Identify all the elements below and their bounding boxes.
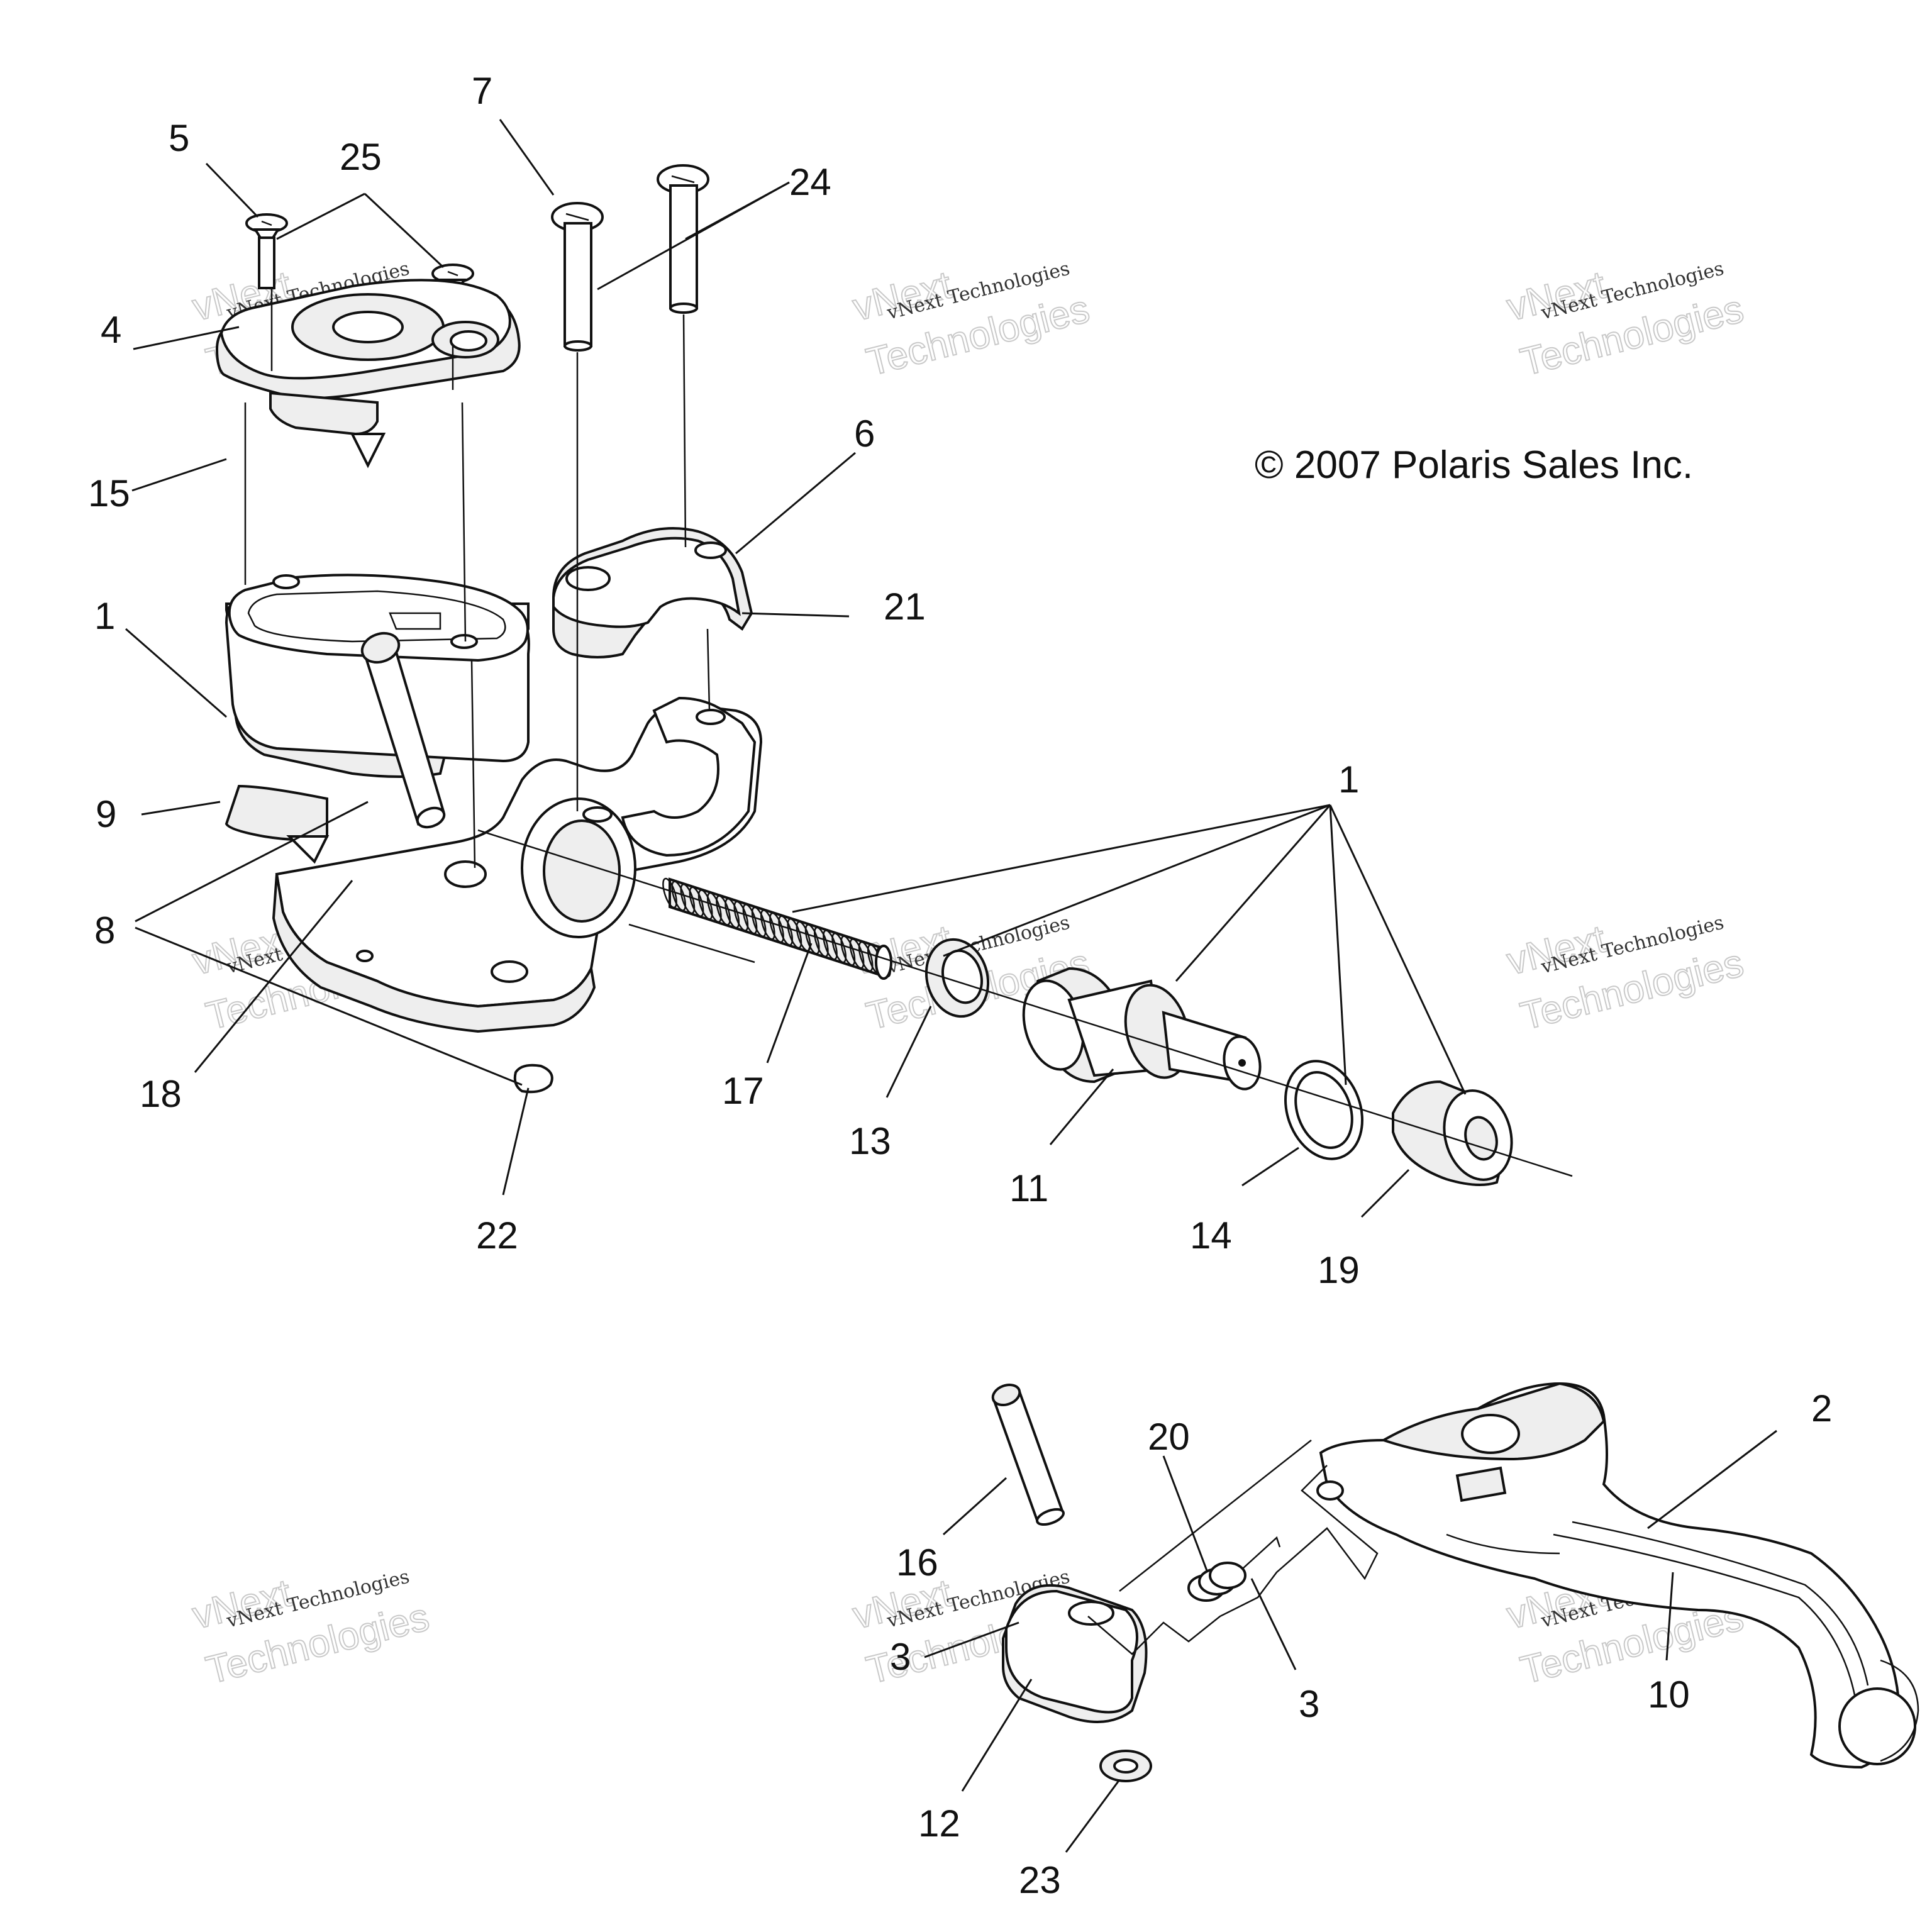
callout-1-kit: 1	[1338, 758, 1359, 801]
reservoir-body	[225, 574, 530, 864]
pivot-pin	[991, 1384, 1065, 1526]
callout-7: 7	[472, 70, 492, 112]
callout-8: 8	[94, 909, 115, 952]
callout-5: 5	[169, 117, 189, 159]
spring-body	[669, 877, 885, 978]
callout-21: 21	[884, 586, 926, 628]
handlebar-clamp	[552, 527, 753, 658]
reservoir-cover	[215, 279, 521, 469]
washer-14	[1284, 1060, 1363, 1160]
bolt-7	[551, 202, 604, 352]
callout-18: 18	[140, 1073, 182, 1115]
callout-3-spring: 3	[1299, 1683, 1319, 1725]
master-cylinder-body	[272, 696, 763, 1094]
watermark-top-right: vNext vNext Technologies Technologies	[1502, 258, 1748, 386]
callout-24: 24	[789, 161, 831, 203]
callout-3: 3	[890, 1636, 911, 1678]
spring-end	[875, 945, 892, 980]
callout-13: 13	[849, 1120, 891, 1162]
leader-lines	[125, 119, 1777, 1853]
callout-19: 19	[1318, 1249, 1360, 1291]
callout-15: 15	[88, 472, 130, 514]
return-spring	[662, 877, 892, 980]
callout-20: 20	[1148, 1416, 1190, 1458]
callout-25: 25	[340, 136, 382, 178]
piston	[1022, 967, 1262, 1091]
assembly-axis-line	[477, 829, 1573, 1177]
callout-22: 22	[476, 1214, 518, 1257]
callout-11: 11	[1009, 1167, 1048, 1209]
callout-12: 12	[918, 1802, 960, 1845]
callout-17: 17	[722, 1070, 764, 1112]
copyright-text: © 2007 Polaris Sales Inc.	[1255, 443, 1693, 487]
callout-9: 9	[96, 793, 116, 835]
lever-axis-line	[1119, 1440, 1312, 1592]
lever-axis-line	[1087, 1465, 1379, 1655]
callout-2: 2	[1811, 1387, 1832, 1430]
callout-14: 14	[1190, 1214, 1232, 1257]
watermark-bottom-left: vNext vNext Technologies Technologies	[187, 1566, 434, 1694]
callout-16: 16	[896, 1541, 938, 1584]
master-cylinder-assembly	[215, 164, 1573, 1186]
callout-1: 1	[94, 595, 115, 637]
star-washer	[1099, 1750, 1152, 1782]
adjuster-block	[1002, 1584, 1148, 1723]
torsion-spring	[1187, 1536, 1281, 1602]
callout-23: 23	[1019, 1859, 1061, 1901]
seal-13	[924, 938, 990, 1018]
callout-4: 4	[101, 309, 121, 351]
watermark-mid-right: vNext vNext Technologies Technologies	[1502, 912, 1748, 1040]
callout-labels: 5 25 7 24 4 6 15 1 21 9 8 18 22 17 13 11…	[88, 70, 1832, 1901]
dust-boot	[1392, 1080, 1513, 1186]
callout-6: 6	[854, 413, 875, 455]
callout-10: 10	[1648, 1674, 1690, 1716]
lever-assembly	[991, 1382, 1919, 1782]
bolt-24	[657, 164, 709, 314]
watermark-top-middle: vNext vNext Technologies Technologies	[848, 258, 1094, 386]
screw-5	[245, 213, 288, 289]
brake-lever	[1316, 1382, 1919, 1769]
